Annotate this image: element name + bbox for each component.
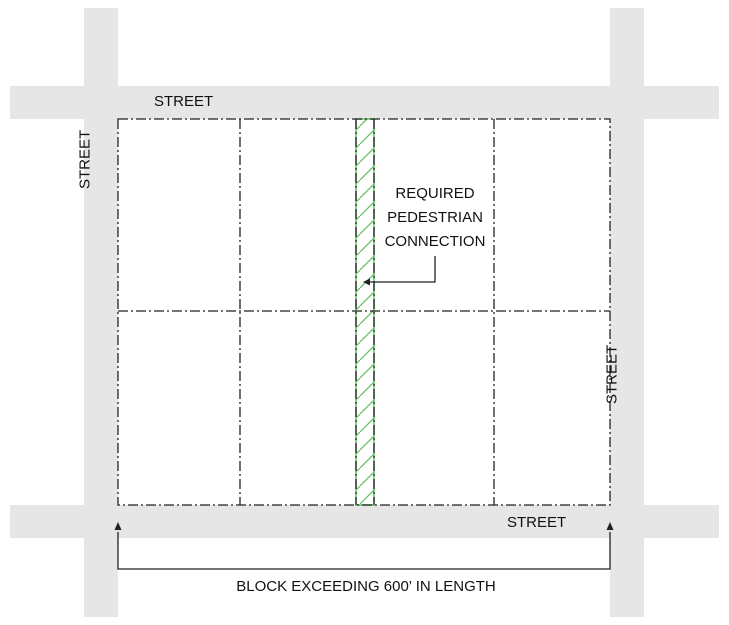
lot-lines [117,118,611,506]
arrow-up-icon [114,522,122,530]
streets [10,8,719,617]
street-top [10,86,719,119]
arrow-left-icon [363,278,370,286]
street-right [610,8,644,617]
callout-leader [363,256,436,286]
block-outline [117,118,611,506]
street-bottom [10,505,719,538]
pedestrian-connection [355,118,375,506]
callout-label-line2: PEDESTRIAN [387,209,483,226]
street-label-top: STREET [154,93,213,110]
street-label-right: STREET [603,345,620,404]
dimension-label: BLOCK EXCEEDING 600’ IN LENGTH [236,578,496,595]
dimension-line [114,522,614,570]
callout-label-line3: CONNECTION [385,233,486,250]
street-left [84,8,118,617]
callout-label-line1: REQUIRED [395,185,474,202]
arrow-up-icon [606,522,614,530]
street-label-left: STREET [76,130,93,189]
street-label-bottom: STREET [507,514,566,531]
